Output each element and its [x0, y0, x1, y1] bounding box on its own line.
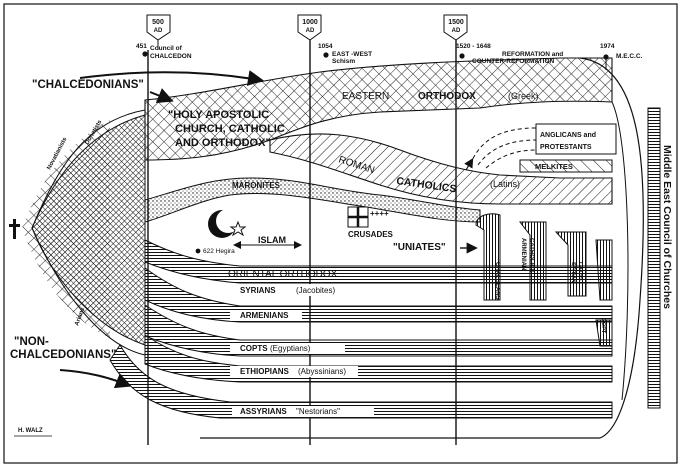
- marker-year-label: 500: [152, 19, 164, 26]
- svg-text:Council of: Council of: [150, 45, 183, 52]
- latins-label: (Latins): [490, 179, 520, 189]
- outer-border: [3, 3, 678, 464]
- year-marker-500: 500 AD: [146, 14, 171, 50]
- mecc-bar: [647, 107, 661, 409]
- oriental-orthodox-label: ORIENTAL ORTHODOX: [228, 269, 338, 280]
- early-church-fan: [22, 120, 110, 338]
- year-marker-1500: 1500 AD: [443, 14, 468, 41]
- orthodox-label: ORTHODOX: [418, 91, 476, 102]
- greek-label: (Greek): [508, 91, 539, 101]
- copt-catholics-label: COPT: [600, 318, 606, 334]
- svg-text:M.E.C.C.: M.E.C.C.: [616, 53, 643, 60]
- svg-text:1054: 1054: [318, 43, 333, 50]
- uniate-churches: [475, 213, 613, 347]
- svg-text:(Egyptians): (Egyptians): [270, 344, 311, 353]
- svg-text:COUNTER-REFORMATION: COUNTER-REFORMATION: [472, 58, 555, 65]
- syrian-catholics-label: SYRIAN: [570, 262, 576, 283]
- anglicans-box: [535, 123, 617, 155]
- svg-text:Schism: Schism: [332, 58, 355, 65]
- svg-text:EAST -WEST: EAST -WEST: [332, 51, 372, 58]
- maronites-label: MARONITES: [232, 181, 281, 190]
- marker-era-label: AD: [452, 28, 461, 34]
- event-1974: 1974 M.E.C.C.: [600, 43, 643, 70]
- svg-text:AND ORTHODOX": AND ORTHODOX": [175, 137, 271, 149]
- armenian-catholics-label: ARMENIAN: [520, 238, 526, 270]
- svg-text:1520 - 1648: 1520 - 1648: [456, 43, 491, 50]
- svg-text:CHALCEDON: CHALCEDON: [150, 53, 192, 60]
- svg-text:(Jacobites): (Jacobites): [296, 286, 335, 295]
- chalcedonians-label: "CHALCEDONIANS": [32, 79, 144, 91]
- melkites-label: MELKITES: [535, 162, 573, 171]
- svg-text:"Nestorians": "Nestorians": [296, 407, 340, 416]
- svg-text:CHURCH, CATHOLIC: CHURCH, CATHOLIC: [175, 123, 285, 135]
- marker-year-label: 1000: [302, 19, 318, 26]
- marker-era-label: AD: [154, 28, 163, 34]
- svg-text:++++: ++++: [370, 209, 389, 218]
- event-1054: 1054 EAST -WEST Schism: [318, 43, 372, 65]
- copts-label: COPTS: [240, 344, 268, 353]
- labels: "CHALCEDONIANS" "NON- CHALCEDONIANS" "HO…: [10, 79, 673, 437]
- year-marker-1000: 1000 AD: [297, 14, 322, 41]
- ethiopians-label: ETHIOPIANS: [240, 367, 290, 376]
- marker-year-label: 1500: [448, 19, 464, 26]
- svg-text:451: 451: [136, 43, 147, 50]
- syrians-label: SYRIANS: [240, 286, 276, 295]
- mecc-vertical-label: Middle East Council of Churches: [661, 145, 673, 309]
- eastern-label: EASTERN: [342, 91, 389, 102]
- event-451: 451 Council of CHALCEDON: [136, 43, 192, 60]
- anglicans-label: ANGLICANS and: [540, 132, 596, 139]
- assyrians-label: ASSYRIANS: [240, 407, 287, 416]
- event-1520: 1520 - 1648 REFORMATION and COUNTER-REFO…: [456, 43, 563, 65]
- chaldeans-label: CHALDEANS: [494, 262, 500, 300]
- melkites-band: [519, 159, 613, 173]
- svg-text:CATHOLICS: CATHOLICS: [528, 238, 534, 273]
- uniates-label: "UNIATES": [393, 242, 446, 253]
- crusader-cross-icon: ++++: [347, 206, 389, 228]
- timeline-lines: [147, 40, 457, 445]
- marker-era-label: AD: [306, 28, 315, 34]
- cross-icon: [9, 219, 20, 239]
- svg-text:REFORMATION and: REFORMATION and: [502, 51, 563, 58]
- crescent-star-icon: [195, 209, 247, 254]
- armenians-label: ARMENIANS: [240, 311, 289, 320]
- hegira-label: 622 Hegira: [203, 248, 235, 255]
- svg-text:CATHS.: CATHS.: [577, 262, 583, 283]
- islam-label: ISLAM: [258, 235, 286, 245]
- svg-text:1974: 1974: [600, 43, 615, 50]
- protestants-label: PROTESTANTS: [540, 144, 592, 151]
- holy-apostolic-label: "HOLY APOSTOLIC: [168, 109, 269, 121]
- svg-text:CHALCEDONIANS": CHALCEDONIANS": [10, 349, 116, 361]
- signature: H. WALZ: [18, 428, 43, 434]
- crusades-label: CRUSADES: [348, 230, 394, 239]
- non-chalcedonians-label: "NON-: [14, 336, 49, 348]
- roman-catholic-band: [269, 133, 613, 205]
- svg-text:(Abyssinians): (Abyssinians): [298, 367, 346, 376]
